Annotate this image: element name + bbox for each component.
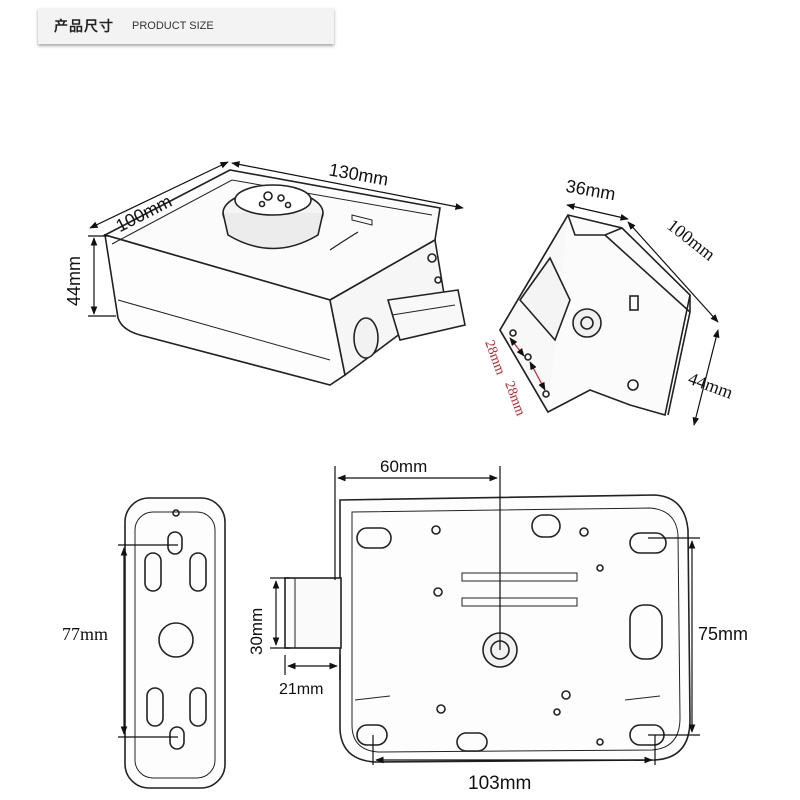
section-title-cn: 产品尺寸 bbox=[54, 19, 114, 35]
vertical-hole-spacing-label: 75mm bbox=[698, 624, 748, 644]
dimension-length-label: 130mm bbox=[327, 160, 390, 190]
section-title-en: PRODUCT SIZE bbox=[132, 20, 214, 32]
strike-plate-front-view bbox=[124, 497, 226, 789]
strike-plate-isometric-view bbox=[499, 214, 691, 417]
lock-isometric-dimension-lines bbox=[88, 161, 464, 317]
strike-hole-spacing-b: 28mm bbox=[501, 379, 527, 418]
bolt-width-label: 30mm bbox=[247, 608, 266, 655]
strike-hole-spacing-a: 28mm bbox=[481, 338, 507, 377]
horizontal-hole-spacing-label: 103mm bbox=[468, 773, 531, 794]
section-header: 产品尺寸 PRODUCT SIZE bbox=[38, 8, 334, 44]
strike-plate-dimension-lines bbox=[509, 203, 720, 426]
center-offset-label: 60mm bbox=[380, 457, 427, 476]
strike-length-label: 100mm bbox=[663, 215, 719, 265]
dimension-height-label: 44mm bbox=[64, 256, 84, 306]
strike-height-label: 44mm bbox=[686, 368, 736, 403]
lock-back-view bbox=[284, 494, 691, 763]
strike-width-label: 36mm bbox=[564, 176, 617, 204]
bolt-projection-label: 21mm bbox=[279, 681, 323, 698]
strike-hole-spacing-label: 77mm bbox=[62, 624, 108, 644]
strike-plate-front-dimension bbox=[118, 544, 178, 738]
lock-back-dimension-lines bbox=[270, 466, 700, 765]
